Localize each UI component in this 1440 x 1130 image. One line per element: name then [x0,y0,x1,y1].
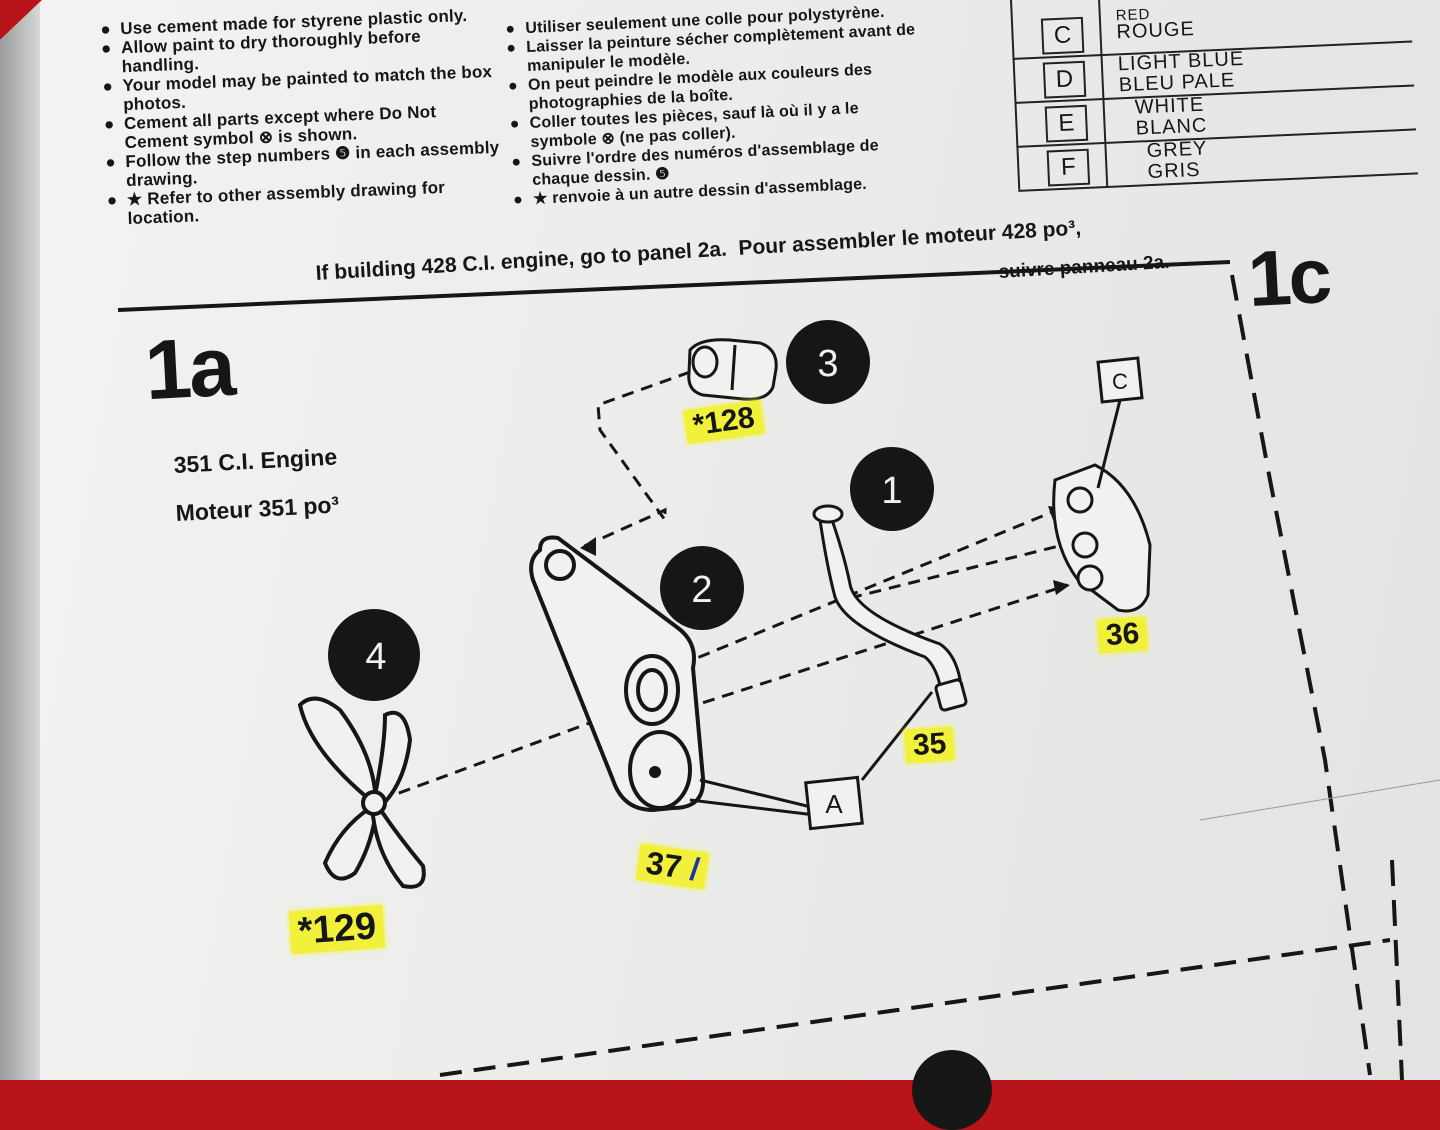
assembly-line-part3 [579,370,691,550]
step-3-number: 3 [817,343,838,385]
panel-border-right [1230,274,1372,1076]
part-36-bracket [1052,463,1152,613]
step-1-marker [850,447,934,531]
leader-line [689,798,816,817]
step-1-number: 1 [881,470,902,512]
assembly-line-a [679,506,1063,667]
color-callout-c: C [1112,369,1128,394]
arrowhead [1053,580,1070,595]
part-number-35: 35 [903,726,956,764]
sheet-fold-line [1199,779,1440,821]
part-129-fan [297,696,426,889]
part-128-housing [687,338,778,401]
color-callout-a-box [804,775,864,831]
leader-line [699,778,816,810]
part-37-timing-cover [529,535,706,813]
next-step-marker [912,1050,992,1130]
pen-mark: / [687,850,702,888]
part-35-tube [812,504,968,712]
panel-border-bottom [439,938,1391,1077]
assembly-drawing: 3 2 1 4 A C [117,260,1440,1080]
step-4-marker [328,609,420,701]
step-3-marker [786,320,870,404]
step-2-number: 2 [691,569,712,611]
instruction-sheet [0,0,1440,1080]
panel-border-far [1390,859,1404,1080]
section-rule [117,260,1231,312]
part-number-36: 36 [1096,616,1149,654]
assembly-line-b [664,583,1069,717]
leader-line [860,691,934,781]
color-callout-c-box [1096,356,1144,404]
step-4-number: 4 [365,636,386,678]
arrowhead [580,537,596,556]
leader-line [1096,399,1122,489]
assembly-line-part4 [379,708,626,802]
step-2-marker [660,546,744,630]
sheet-fold-edge [0,0,40,1080]
color-callout-a: A [825,789,843,819]
part-number-129: *129 [288,904,386,955]
